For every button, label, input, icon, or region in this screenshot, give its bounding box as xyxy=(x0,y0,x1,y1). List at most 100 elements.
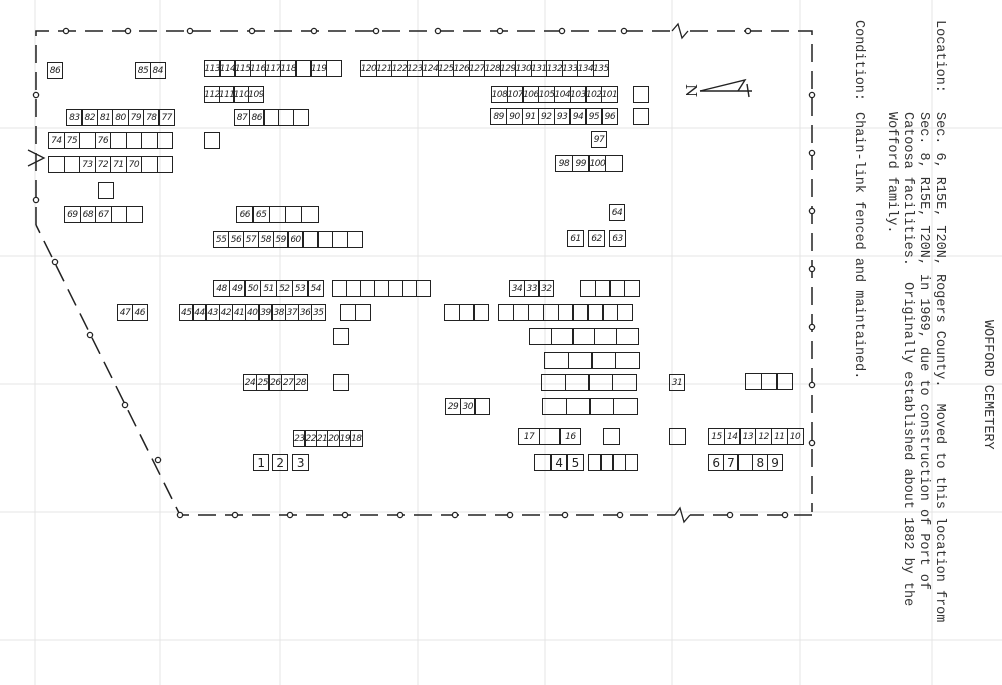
grave-plot: 51 xyxy=(260,280,278,297)
empty-grave-plot xyxy=(354,304,371,321)
empty-grave-plot xyxy=(301,206,319,223)
grave-plot: 135 xyxy=(592,60,610,77)
empty-grave-plot xyxy=(669,428,686,445)
location-line: Catoosa facilities. Originally establish… xyxy=(900,112,915,607)
grave-plot: 60 xyxy=(287,231,304,248)
location-line: Sec. 6, R15E, T20N, Rogers County. Moved… xyxy=(932,112,947,623)
grave-plot: 74 xyxy=(48,132,65,149)
empty-grave-plot xyxy=(347,231,364,248)
grave-plot: 119 xyxy=(310,60,327,77)
empty-grave-plot xyxy=(612,374,638,391)
grave-plot: 79 xyxy=(127,109,145,126)
plot-row xyxy=(529,328,639,345)
grave-plot: 115 xyxy=(234,60,251,77)
empty-grave-plot xyxy=(534,454,552,471)
grave-plot: 65 xyxy=(252,206,270,223)
fence-post-icon xyxy=(808,149,816,157)
fence-post-icon xyxy=(248,27,256,35)
grave-plot: 111 xyxy=(218,86,235,103)
location-label: Location: xyxy=(932,20,947,93)
grave-plot: 102 xyxy=(585,86,603,103)
fence-post-icon xyxy=(286,511,294,519)
grave-plot: 2 xyxy=(272,454,288,471)
grave-plot: 9 xyxy=(766,454,783,471)
fence-post-icon xyxy=(744,27,752,35)
fence-post-icon xyxy=(231,511,239,519)
grave-plot: 122 xyxy=(391,60,408,77)
grave-plot: 99 xyxy=(571,155,590,172)
grave-plot: 6 xyxy=(708,454,724,471)
plot-row xyxy=(745,373,794,390)
fence-post-icon xyxy=(396,511,404,519)
grave-plot: 101 xyxy=(600,86,618,103)
grave-plot: 66 xyxy=(236,206,254,223)
fence-post-icon xyxy=(372,27,380,35)
fence-post-icon xyxy=(808,91,816,99)
empty-grave-plot xyxy=(204,132,220,149)
grave-plot: 53 xyxy=(291,280,309,297)
grave-plot: 50 xyxy=(244,280,262,297)
empty-grave-plot xyxy=(473,304,490,321)
fence-post-icon xyxy=(86,331,94,339)
empty-grave-plot xyxy=(278,109,295,126)
grave-plot: 68 xyxy=(79,206,97,223)
grave-plot: 1 xyxy=(253,454,269,471)
fence-posts xyxy=(32,27,816,519)
empty-grave-plot xyxy=(126,206,143,223)
plot-row: 61 xyxy=(567,230,584,247)
grave-plot: 97 xyxy=(591,131,607,148)
plot-row xyxy=(588,454,639,471)
fence-post-icon xyxy=(781,511,789,519)
north-arrow-label: N xyxy=(682,84,700,97)
grave-plot: 94 xyxy=(569,108,587,125)
empty-grave-plot xyxy=(529,328,552,345)
plot-row xyxy=(633,86,649,103)
fence-post-icon xyxy=(51,258,59,266)
grave-plot: 46 xyxy=(131,304,148,321)
plot-row xyxy=(498,304,634,321)
empty-grave-plot xyxy=(527,304,544,321)
fence-post-icon xyxy=(124,27,132,35)
empty-grave-plot xyxy=(141,132,158,149)
grave-plot: 108 xyxy=(491,86,508,103)
empty-grave-plot xyxy=(542,304,559,321)
location-line: Sec. 8, R15E, T20N, in 1969, due to cons… xyxy=(916,112,931,590)
empty-grave-plot xyxy=(98,182,114,199)
empty-grave-plot xyxy=(332,280,348,297)
empty-grave-plot xyxy=(512,304,530,321)
grave-plot: 91 xyxy=(521,108,539,125)
condition-text: Chain-link fenced and maintained. xyxy=(851,112,866,380)
empty-grave-plot xyxy=(567,352,593,369)
empty-grave-plot xyxy=(302,231,319,248)
grave-plot: 93 xyxy=(553,108,571,125)
empty-grave-plot xyxy=(141,156,158,173)
empty-grave-plot xyxy=(444,304,460,321)
grave-plot: 30 xyxy=(459,398,476,415)
grave-plot: 62 xyxy=(588,230,605,247)
plot-row xyxy=(603,428,620,445)
grave-plot: 84 xyxy=(149,62,166,79)
empty-grave-plot xyxy=(268,206,287,223)
grave-plot: 28 xyxy=(293,374,308,391)
empty-grave-plot xyxy=(617,304,634,321)
grave-plot: 12 xyxy=(755,428,773,445)
grave-plot: 14 xyxy=(723,428,741,445)
grave-plot: 7 xyxy=(722,454,739,471)
grave-plot: 113 xyxy=(204,60,221,77)
plot-row xyxy=(204,132,220,149)
grave-plot: 120 xyxy=(360,60,377,77)
condition-label: Condition: xyxy=(851,20,866,102)
grave-plot: 100 xyxy=(588,155,607,172)
empty-grave-plot xyxy=(544,352,569,369)
grave-plot: 33 xyxy=(523,280,540,297)
empty-grave-plot xyxy=(63,156,81,173)
grave-plot: 89 xyxy=(490,108,508,125)
empty-grave-plot xyxy=(538,428,561,445)
plot-row xyxy=(541,374,638,391)
plot-row: 31 xyxy=(669,374,685,391)
